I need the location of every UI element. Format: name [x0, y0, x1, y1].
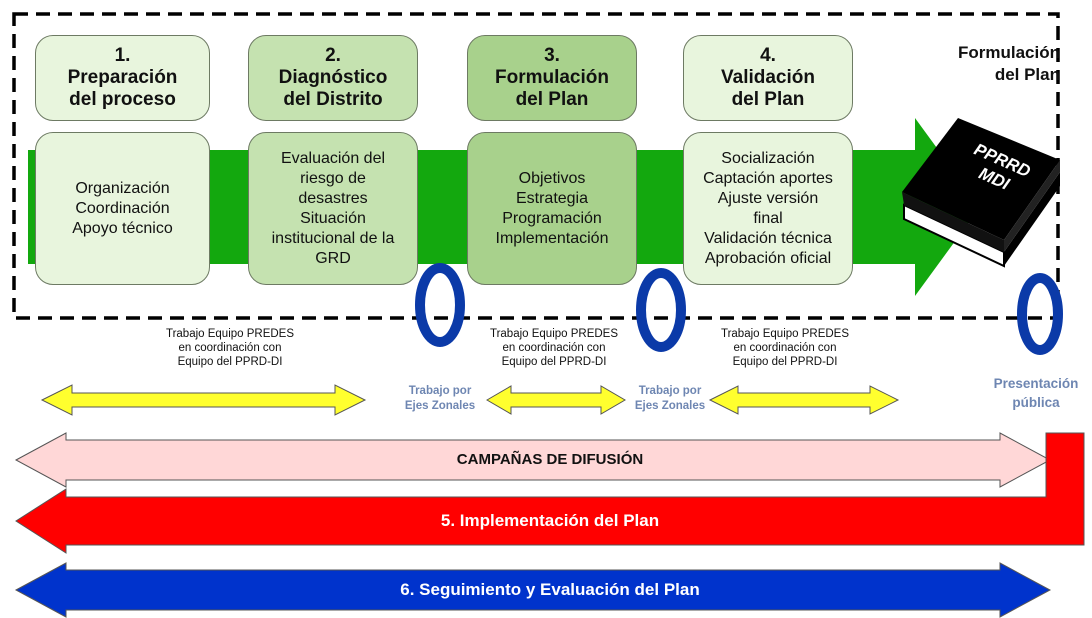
team-note-3-line: Trabajo Equipo PREDES	[720, 328, 850, 340]
phase-4-activity: final	[753, 209, 783, 227]
team-note-1-line: en coordinación con	[178, 342, 282, 354]
phase-2-activity: institucional de la	[271, 229, 395, 247]
book-icon	[902, 118, 1060, 268]
phase-1-title-line-1: Preparación	[67, 67, 178, 88]
phase-2-activity: Evaluación del	[280, 149, 386, 167]
phase-1-activities: Organización Coordinación Apoyo técnico	[35, 132, 210, 285]
presentation-label: Presentación pública	[980, 374, 1092, 412]
team-note-3-line: Equipo del PPRD-DI	[732, 356, 838, 368]
formulation-label-line-2: del Plan	[994, 65, 1060, 84]
presentation-label-line-1: Presentación	[993, 376, 1079, 391]
phase-3-title-line-1: Formulación	[494, 67, 609, 88]
phase-4-activity: Aprobación oficial	[704, 249, 832, 267]
phase-2-header: 2. Diagnóstico del Distrito	[248, 35, 418, 121]
zonal-label-2: Trabajo por Ejes Zonales	[610, 384, 730, 414]
phase-3-title-line-2: del Plan	[515, 89, 589, 110]
zonal-label-2-line: Ejes Zonales	[634, 400, 706, 412]
phase-1-activity: Coordinación	[75, 199, 170, 217]
phase-2-activity: GRD	[315, 249, 351, 267]
phase-4-activity: Captación aportes	[703, 169, 833, 187]
phase-4-title-line-1: Validación	[721, 67, 815, 88]
phase-2-activity: riesgo de	[300, 169, 366, 187]
implementation-band	[15, 432, 1085, 554]
phase-4-header: 4. Validación del Plan	[683, 35, 853, 121]
phase-2-activity: desastres	[298, 189, 368, 207]
zonal-ring-1	[415, 263, 465, 347]
phase-2-activity: Situación	[300, 209, 366, 227]
team-work-arrow-1	[40, 384, 367, 416]
team-note-3-line: en coordinación con	[733, 342, 837, 354]
phase-4-number: 4.	[760, 45, 776, 66]
phase-2-title-line-2: del Distrito	[283, 89, 383, 110]
team-work-arrow-2	[486, 385, 626, 415]
phase-2-title-line-1: Diagnóstico	[278, 67, 388, 88]
phase-2-number: 2.	[325, 45, 341, 66]
phase-4-activity: Validación técnica	[704, 229, 832, 247]
zonal-label-2-line: Trabajo por	[638, 385, 702, 397]
phase-3-header: 3. Formulación del Plan	[467, 35, 637, 121]
phase-4-activity: Ajuste versión	[717, 189, 819, 207]
zonal-label-1-line: Ejes Zonales	[404, 400, 476, 412]
phase-3-activity: Implementación	[495, 229, 609, 247]
phase-3-activities: Objetivos Estrategia Programación Implem…	[467, 132, 637, 285]
team-note-2-line: Equipo del PPRD-DI	[501, 356, 607, 368]
phase-2-activities: Evaluación del riesgo de desastres Situa…	[248, 132, 418, 285]
team-note-2: Trabajo Equipo PREDES en coordinación co…	[474, 327, 634, 369]
phase-3-number: 3.	[544, 45, 560, 66]
team-note-3: Trabajo Equipo PREDES en coordinación co…	[705, 327, 865, 369]
phase-1-number: 1.	[114, 45, 131, 66]
team-note-1: Trabajo Equipo PREDES en coordinación co…	[150, 327, 310, 369]
phase-3-activity: Programación	[502, 209, 602, 227]
implementation-band-label: 5. Implementación del Plan	[440, 511, 660, 530]
phase-4-activity: Socialización	[721, 149, 815, 167]
phase-4-title-line-2: del Plan	[731, 89, 805, 110]
phase-1-title-line-2: del proceso	[69, 89, 176, 110]
team-note-2-line: Trabajo Equipo PREDES	[489, 328, 619, 340]
phase-3-activity: Estrategia	[515, 189, 589, 207]
campaigns-band-label: CAMPAÑAS DE DIFUSIÓN	[456, 451, 644, 468]
phase-1-header: 1. Preparación del proceso	[35, 35, 210, 121]
team-note-1-line: Trabajo Equipo PREDES	[165, 328, 295, 340]
zonal-label-1: Trabajo por Ejes Zonales	[380, 384, 500, 414]
team-note-2-line: en coordinación con	[502, 342, 606, 354]
monitoring-band	[14, 562, 1052, 618]
phase-4-activities: Socialización Captación aportes Ajuste v…	[683, 132, 853, 285]
phase-1-activity: Apoyo técnico	[72, 219, 173, 237]
formulation-label: Formulación del Plan	[880, 42, 1060, 86]
team-note-1-line: Equipo del PPRD-DI	[177, 356, 283, 368]
zonal-ring-2	[636, 268, 686, 352]
formulation-label-line-1: Formulación	[957, 43, 1060, 62]
team-work-arrow-3	[708, 385, 900, 415]
presentation-ring	[1017, 273, 1063, 355]
presentation-label-line-2: pública	[1012, 395, 1060, 410]
phase-3-activity: Objetivos	[518, 169, 586, 187]
phase-1-activity: Organización	[75, 179, 170, 197]
monitoring-band-label: 6. Seguimiento y Evaluación del Plan	[400, 580, 700, 599]
zonal-label-1-line: Trabajo por	[408, 385, 472, 397]
